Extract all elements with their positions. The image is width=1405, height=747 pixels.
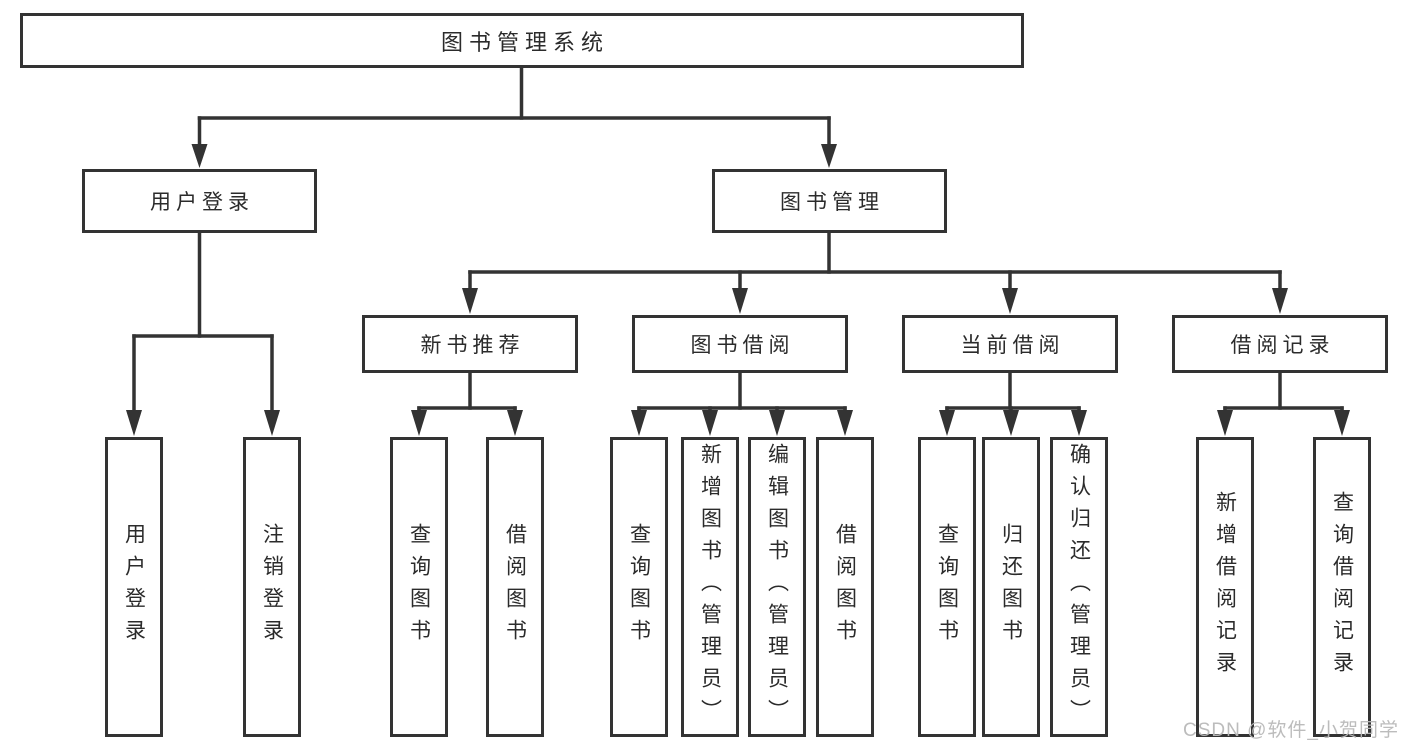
node-leaf-add-borrow-record: 新增借阅记录 [1196,437,1254,737]
node-leaf-query-books-recommend: 查询图书 [390,437,448,737]
node-leaf-borrow-books: 借阅图书 [816,437,874,737]
node-label: 新增图书（管理员） [698,443,722,731]
node-leaf-edit-book-admin: 编辑图书（管理员） [748,437,806,737]
node-label: 借阅记录 [1230,334,1335,357]
node-leaf-query-borrow-record: 查询借阅记录 [1313,437,1371,737]
node-leaf-user-login: 用户登录 [105,437,163,737]
node-leaf-borrow-books-recommend: 借阅图书 [486,437,544,737]
node-leaf-return-book: 归还图书 [982,437,1040,737]
node-book-borrowing: 图书借阅 [632,315,848,373]
node-leaf-logout: 注销登录 [243,437,301,737]
node-label: 查询图书 [935,523,959,651]
node-label: 查询借阅记录 [1330,491,1354,683]
node-label: 当前借阅 [960,334,1065,357]
node-current-borrowing: 当前借阅 [902,315,1118,373]
node-leaf-query-books-borrow: 查询图书 [610,437,668,737]
node-leaf-confirm-return-admin: 确认归还（管理员） [1050,437,1108,737]
node-library-management-system: 图书管理系统 [20,13,1024,68]
node-label: 借阅图书 [503,523,527,651]
node-label: 用户登录 [150,191,254,214]
node-label: 新增借阅记录 [1213,491,1237,683]
node-leaf-add-book-admin: 新增图书（管理员） [681,437,739,737]
node-label: 查询图书 [627,523,651,651]
node-label: 图书管理系统 [440,29,609,55]
node-leaf-query-books-current: 查询图书 [918,437,976,737]
watermark-csdn: CSDN @软件_小贺同学 [1183,720,1399,741]
node-label: 图书管理 [780,191,884,214]
node-label: 用户登录 [122,523,146,651]
node-label: 注销登录 [260,523,284,651]
node-label: 借阅图书 [833,523,857,651]
node-label: 归还图书 [999,523,1023,651]
node-new-book-recommendation: 新书推荐 [362,315,578,373]
arrowhead-icons [126,144,1350,436]
node-borrowing-records: 借阅记录 [1172,315,1388,373]
node-label: 新书推荐 [420,334,525,357]
node-label: 确认归还（管理员） [1067,443,1091,731]
node-book-management: 图书管理 [712,169,947,233]
node-user-login: 用户登录 [82,169,317,233]
node-label: 查询图书 [407,523,431,651]
node-label: 编辑图书（管理员） [765,443,789,731]
node-label: 图书借阅 [690,334,795,357]
